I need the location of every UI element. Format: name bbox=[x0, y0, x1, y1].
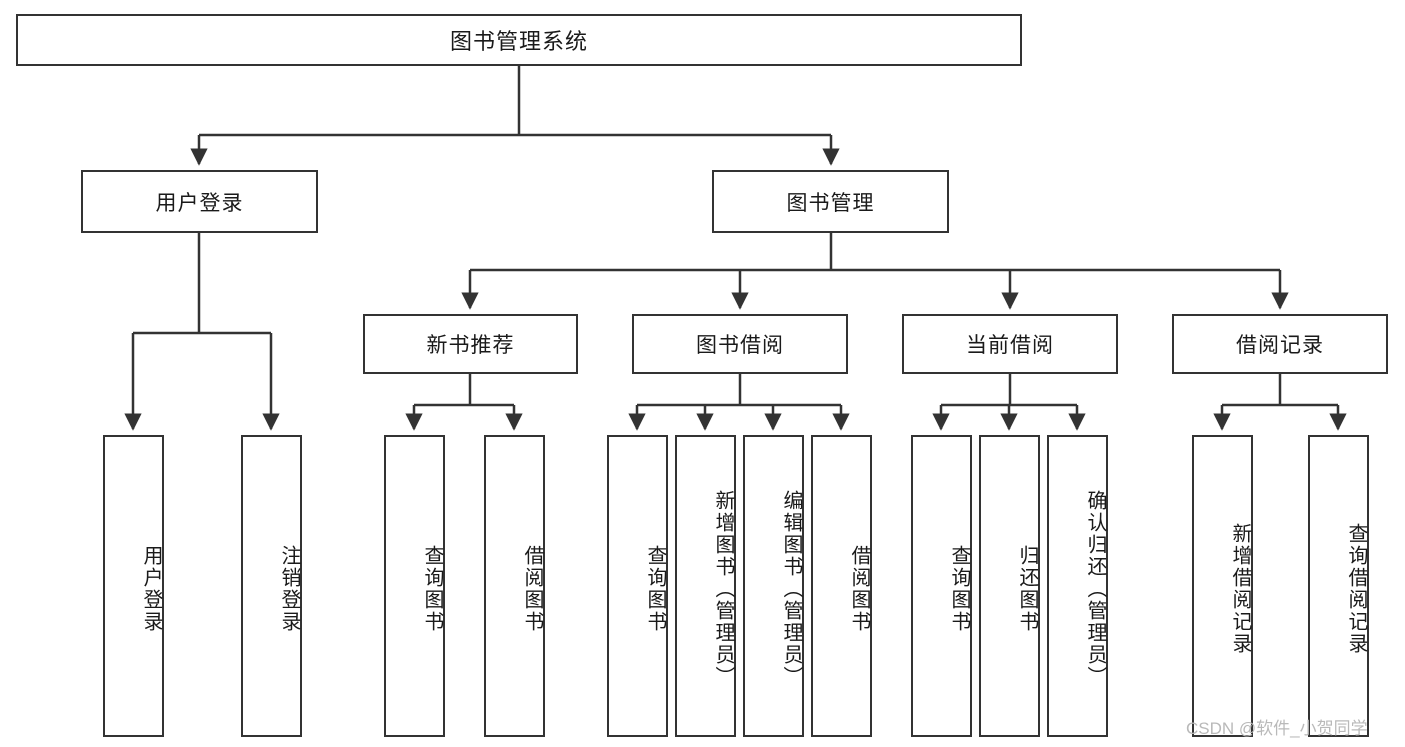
node-label: 确认归还（管理员） bbox=[1084, 490, 1106, 688]
node-new-book-recommend[interactable]: 新书推荐 bbox=[363, 314, 578, 374]
node-book-manage[interactable]: 图书管理 bbox=[712, 170, 949, 233]
node-label: 编辑图书（管理员） bbox=[780, 490, 802, 688]
leaf-query-book-borrow[interactable]: 查询图书 bbox=[607, 435, 668, 737]
csdn-watermark: CSDN @软件_小贺同学 bbox=[1186, 719, 1368, 738]
leaf-confirm-return[interactable]: 确认归还（管理员） bbox=[1047, 435, 1108, 737]
leaf-user-login[interactable]: 用户登录 bbox=[103, 435, 164, 737]
node-label: 借阅图书 bbox=[521, 545, 543, 633]
node-label: 图书借阅 bbox=[696, 334, 784, 357]
node-label: 新增借阅记录 bbox=[1229, 523, 1251, 655]
node-label: 用户登录 bbox=[155, 191, 244, 215]
node-label: 新增图书（管理员） bbox=[712, 490, 734, 688]
node-label: 用户登录 bbox=[140, 545, 162, 633]
leaf-return-book[interactable]: 归还图书 bbox=[979, 435, 1040, 737]
node-label: 当前借阅 bbox=[966, 334, 1054, 357]
node-label: 查询图书 bbox=[948, 545, 970, 633]
node-label: 借阅记录 bbox=[1236, 334, 1324, 357]
node-book-borrow[interactable]: 图书借阅 bbox=[632, 314, 848, 374]
leaf-add-book[interactable]: 新增图书（管理员） bbox=[675, 435, 736, 737]
node-label: 查询借阅记录 bbox=[1345, 523, 1367, 655]
node-label: 借阅图书 bbox=[848, 545, 870, 633]
node-borrow-record[interactable]: 借阅记录 bbox=[1172, 314, 1388, 374]
leaf-add-borrow-record[interactable]: 新增借阅记录 bbox=[1192, 435, 1253, 737]
leaf-query-book-current[interactable]: 查询图书 bbox=[911, 435, 972, 737]
leaf-edit-book[interactable]: 编辑图书（管理员） bbox=[743, 435, 804, 737]
node-label: 查询图书 bbox=[421, 545, 443, 633]
node-current-borrow[interactable]: 当前借阅 bbox=[902, 314, 1118, 374]
leaf-borrow-book-recommend[interactable]: 借阅图书 bbox=[484, 435, 545, 737]
leaf-borrow-book[interactable]: 借阅图书 bbox=[811, 435, 872, 737]
leaf-query-book-recommend[interactable]: 查询图书 bbox=[384, 435, 445, 737]
leaf-query-borrow-record[interactable]: 查询借阅记录 bbox=[1308, 435, 1369, 737]
node-root-system[interactable]: 图书管理系统 bbox=[16, 14, 1022, 66]
node-label: 图书管理系统 bbox=[449, 29, 588, 54]
node-label: 图书管理 bbox=[786, 191, 875, 215]
node-label: 归还图书 bbox=[1016, 545, 1038, 633]
node-label: 查询图书 bbox=[644, 545, 666, 633]
node-label: 注销登录 bbox=[278, 545, 300, 633]
leaf-logout[interactable]: 注销登录 bbox=[241, 435, 302, 737]
node-user-login[interactable]: 用户登录 bbox=[81, 170, 318, 233]
node-label: 新书推荐 bbox=[426, 334, 515, 357]
